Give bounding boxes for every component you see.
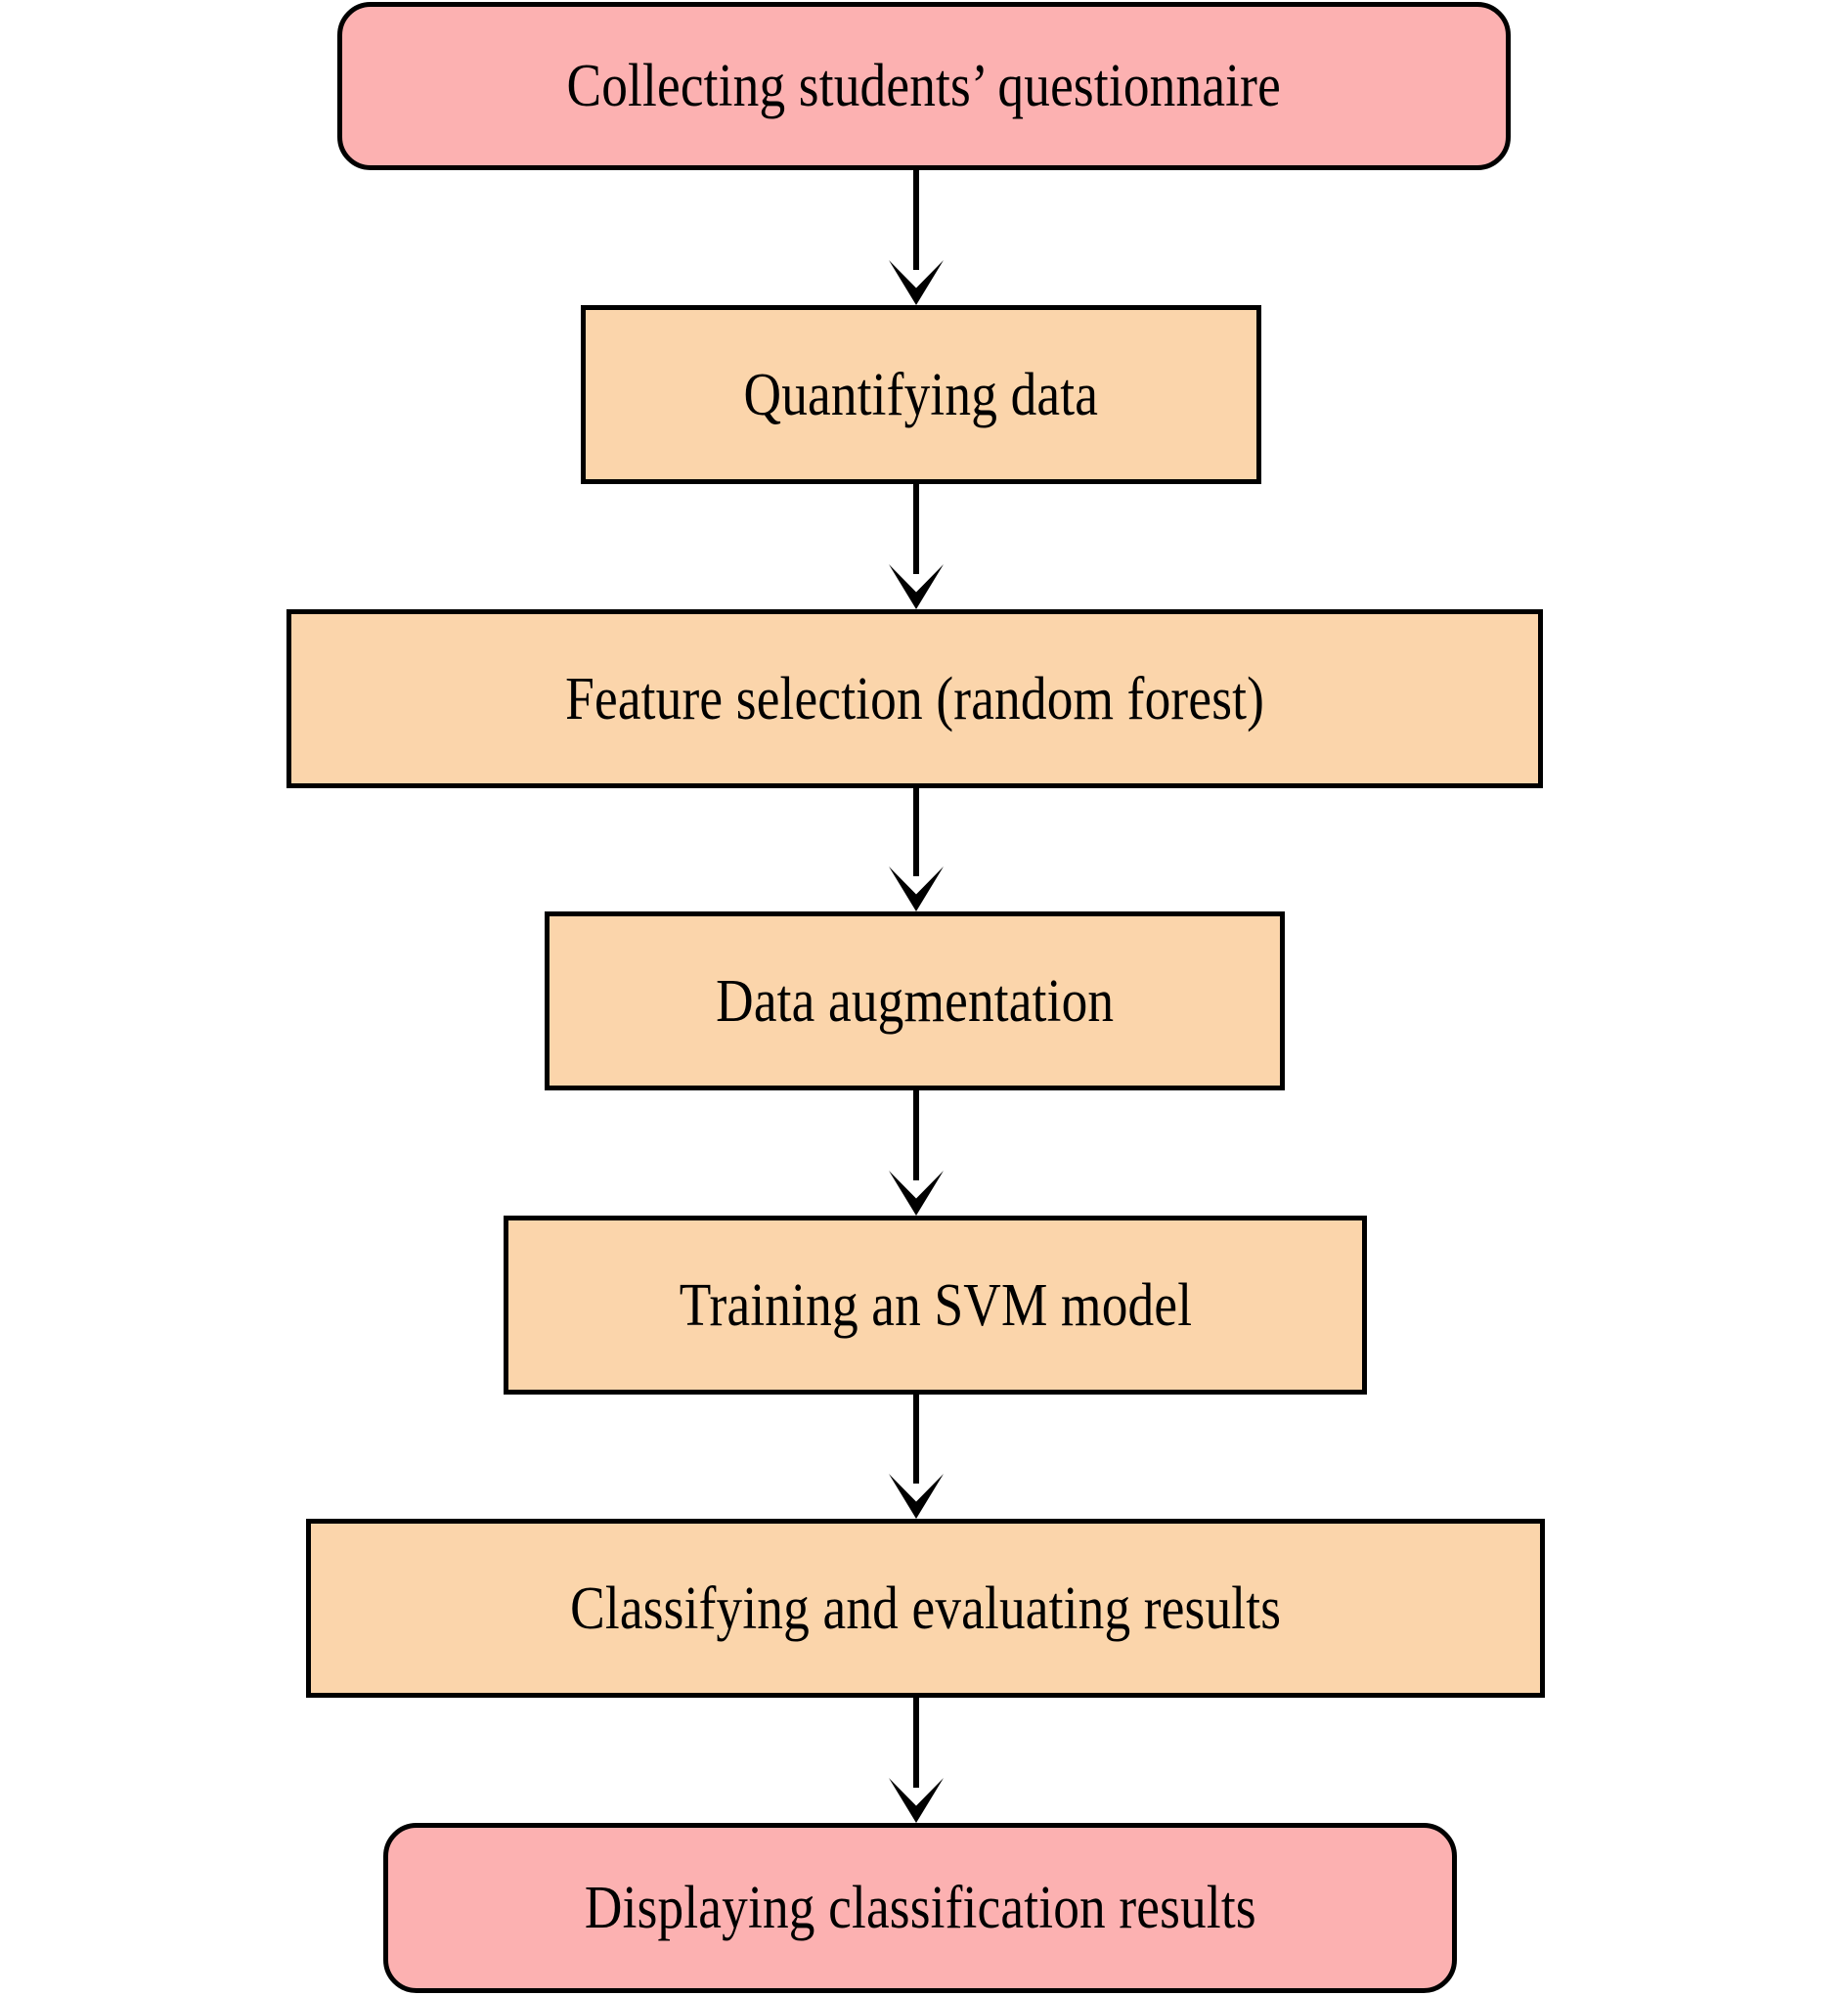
flow-node-label-collecting-questionnaire: Collecting students’ questionnaire <box>566 53 1282 119</box>
flow-node-label-classifying-evaluating: Classifying and evaluating results <box>569 1575 1282 1642</box>
flow-node-label-displaying-results: Displaying classification results <box>584 1875 1256 1941</box>
flow-node-displaying-results[interactable]: Displaying classification results <box>383 1823 1457 1993</box>
flow-arrow-2 <box>889 484 944 609</box>
flow-arrow-1 <box>889 170 944 305</box>
flow-node-label-quantifying-data: Quantifying data <box>743 361 1099 428</box>
flow-node-data-augmentation[interactable]: Data augmentation <box>545 911 1285 1090</box>
arrow-head <box>889 260 944 305</box>
flow-node-classifying-evaluating[interactable]: Classifying and evaluating results <box>306 1519 1545 1698</box>
flow-arrow-5 <box>889 1395 944 1519</box>
flow-node-label-training-svm-model: Training an SVM model <box>679 1271 1192 1339</box>
arrow-head <box>889 1474 944 1519</box>
flow-node-collecting-questionnaire[interactable]: Collecting students’ questionnaire <box>337 2 1511 170</box>
flow-arrow-3 <box>889 788 944 911</box>
flow-arrow-4 <box>889 1090 944 1216</box>
flow-node-feature-selection[interactable]: Feature selection (random forest) <box>286 609 1543 788</box>
flow-node-label-data-augmentation: Data augmentation <box>715 967 1115 1035</box>
flow-node-training-svm-model[interactable]: Training an SVM model <box>504 1216 1367 1395</box>
arrow-head <box>889 1171 944 1216</box>
arrow-head <box>889 866 944 911</box>
flow-node-quantifying-data[interactable]: Quantifying data <box>581 305 1261 484</box>
arrow-head <box>889 564 944 609</box>
flow-node-label-feature-selection: Feature selection (random forest) <box>565 665 1264 732</box>
flow-arrow-6 <box>889 1698 944 1823</box>
arrow-head <box>889 1778 944 1823</box>
